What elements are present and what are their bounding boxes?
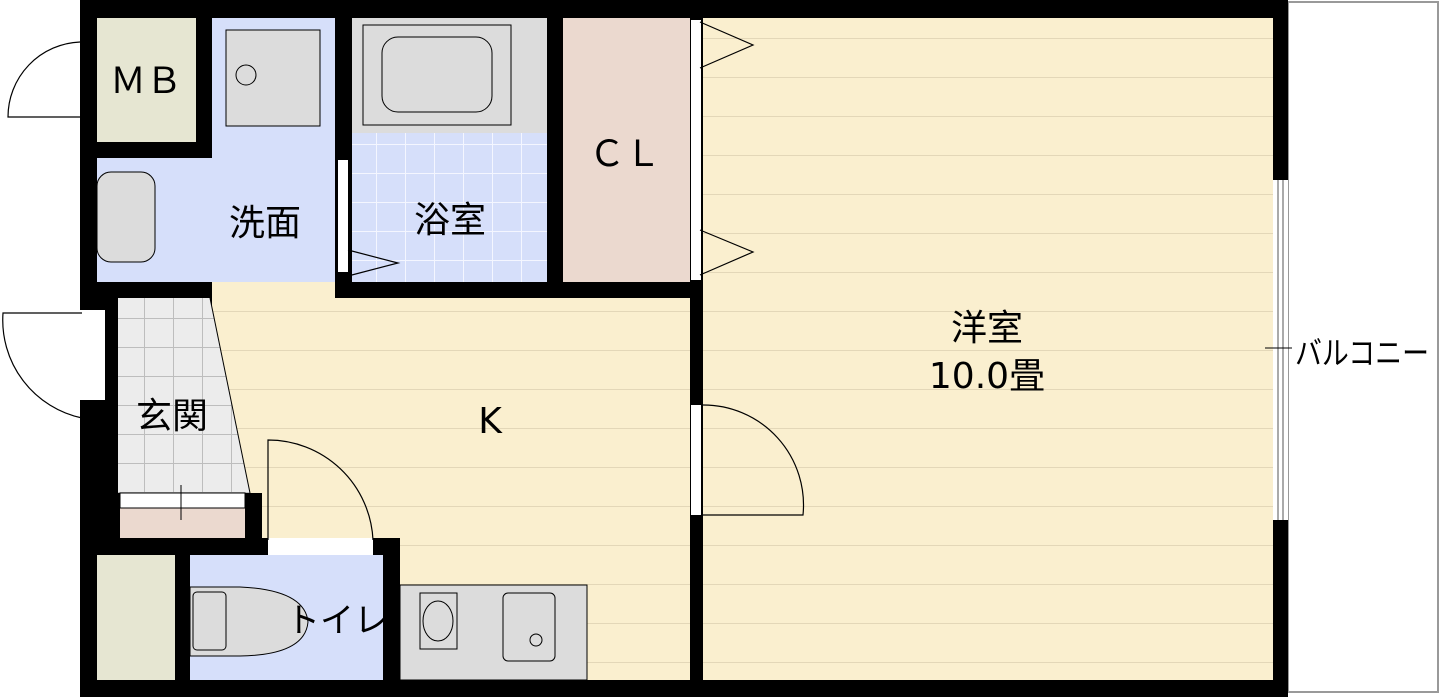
bathroom bbox=[352, 133, 547, 282]
label-entrance: 玄関 bbox=[136, 396, 208, 437]
label-washroom: 洗面 bbox=[229, 203, 301, 244]
shoe-box bbox=[120, 508, 245, 538]
label-kitchen: K bbox=[478, 401, 503, 442]
balcony bbox=[1287, 1, 1439, 693]
label-bathroom: 浴室 bbox=[414, 200, 486, 241]
washbasin-icon bbox=[96, 171, 156, 263]
fixtures bbox=[96, 24, 588, 681]
doors bbox=[2, 21, 805, 541]
storage bbox=[97, 555, 175, 680]
label-closet: ＣＬ bbox=[589, 134, 661, 175]
mb-room bbox=[97, 18, 196, 142]
label-toilet: トイレ bbox=[286, 601, 388, 641]
label-western-room-size: 10.0畳 bbox=[929, 356, 1045, 397]
western-room-floor bbox=[703, 18, 1273, 680]
label-balcony: バルコニー bbox=[1295, 334, 1429, 372]
label-western-room: 洋室 bbox=[951, 308, 1023, 349]
label-mb: ＭＢ bbox=[110, 61, 182, 102]
entrance-floor bbox=[118, 298, 250, 493]
closet bbox=[563, 18, 690, 282]
